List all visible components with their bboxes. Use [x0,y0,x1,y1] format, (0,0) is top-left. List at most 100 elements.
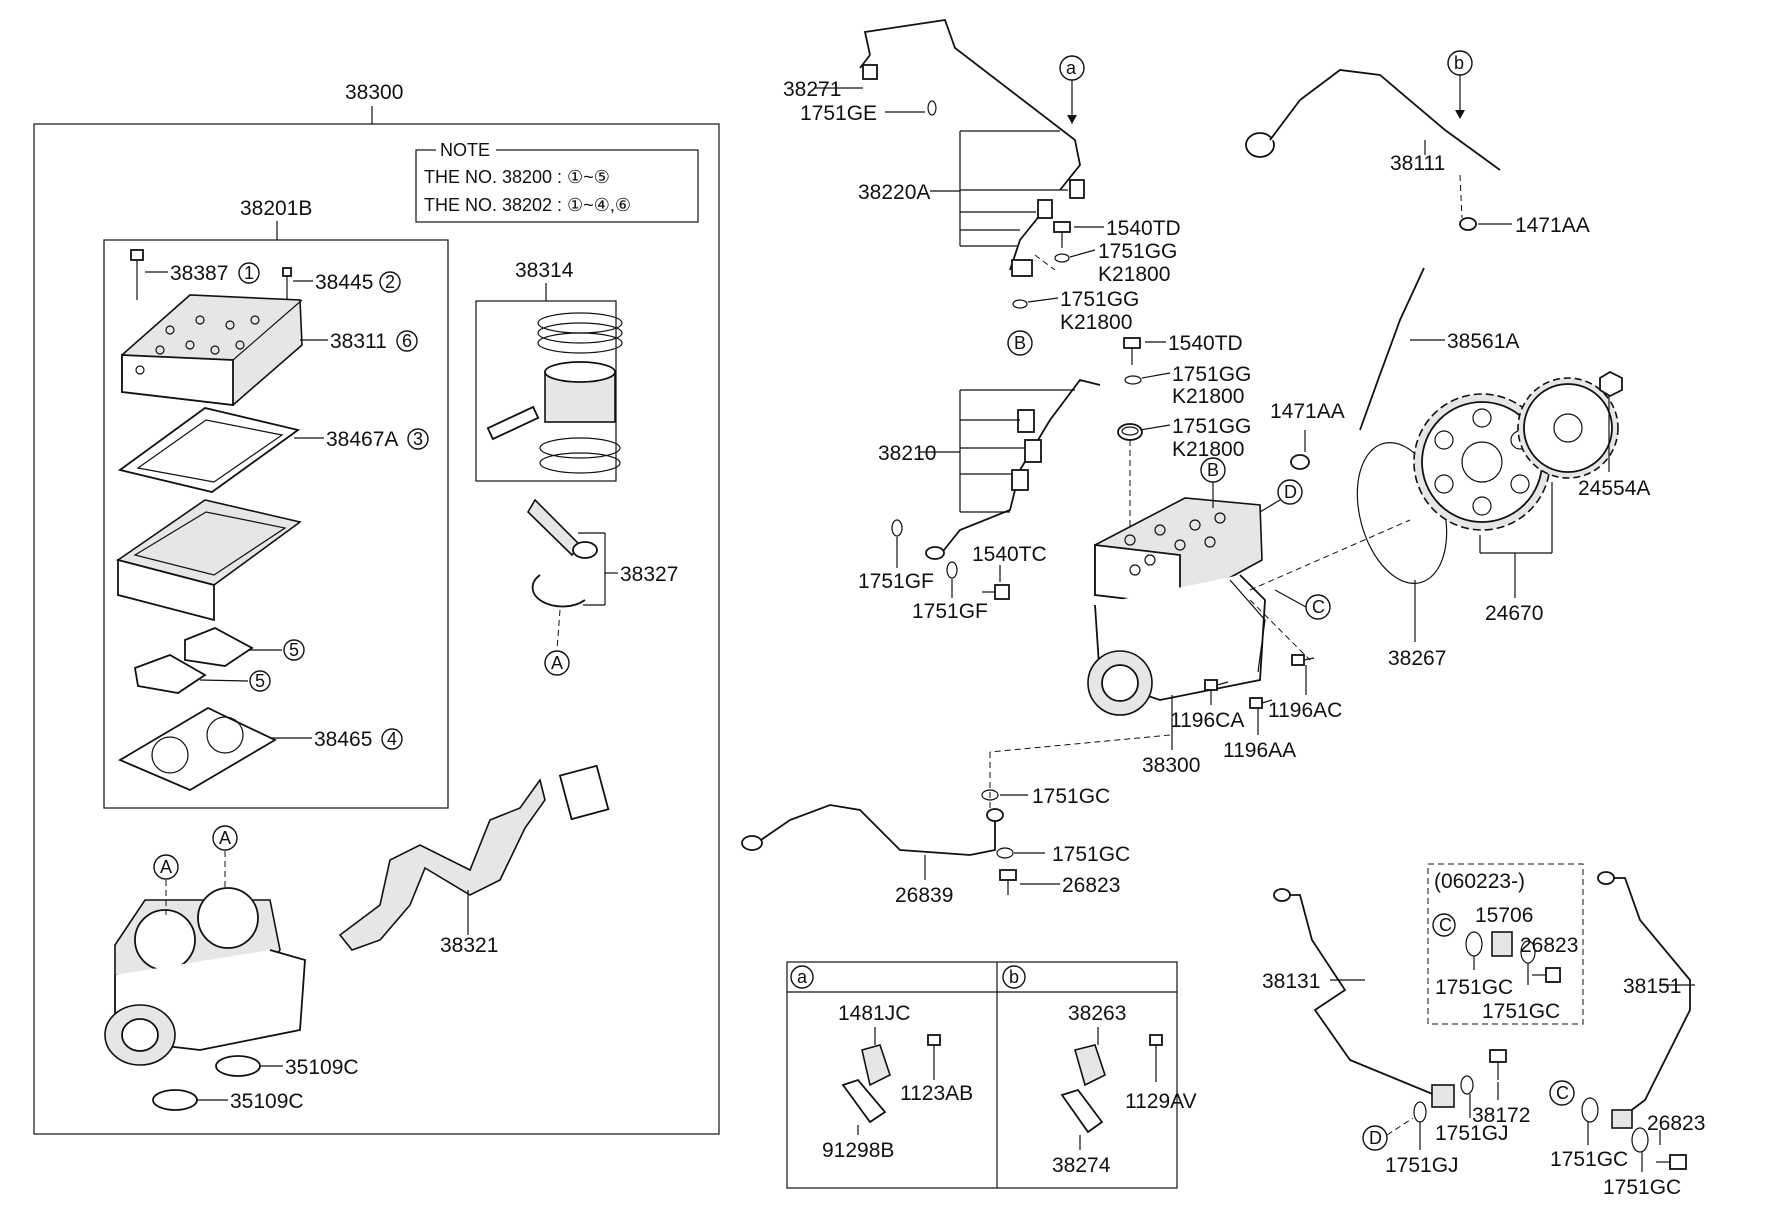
label-1481JC: 1481JC [838,1002,910,1025]
svg-text:A: A [219,828,231,848]
label-1751GG-a: 1751GG [1098,240,1177,263]
label-1123AB: 1123AB [900,1082,973,1105]
bolt-1540TD-icon [1123,337,1141,365]
svg-text:D: D [1369,1128,1382,1148]
pipe-38210-group: 38210 1540TD 1751GG K21800 1751GG K21800… [858,332,1251,623]
label-24554A: 24554A [1578,477,1650,500]
piston-kit-frame [475,300,617,482]
label-91298B: 91298B [822,1139,894,1162]
compressor-38300-icon [1087,497,1266,716]
bolt-26823-icon [1532,967,1561,983]
pipe-26839-group: 1751GC 1751GC 26823 26839 [741,734,1171,907]
cover-35109C-icon [152,1089,198,1111]
label-26823-c: 26823 [1647,1112,1705,1135]
label-1751GC-a: 1751GC [1032,785,1110,808]
label-38274: 38274 [1052,1154,1111,1177]
label-38467A: 38467A [326,428,398,451]
svg-text:a: a [1066,58,1077,78]
label-38271: 38271 [783,78,841,101]
label-38131: 38131 [1262,970,1320,993]
note-title: NOTE [440,140,490,160]
label-1196AA: 1196AA [1223,739,1296,762]
svg-text:4: 4 [387,729,397,749]
crankshaft-38321-icon [338,764,610,951]
svg-text:2: 2 [385,272,395,292]
svg-text:5: 5 [289,640,299,660]
svg-text:3: 3 [413,429,423,449]
bolt-1196AA-icon [1249,697,1273,709]
label-38267: 38267 [1388,647,1446,670]
assembly-frame [33,123,720,1135]
oring-1751GC-icon [1465,931,1483,957]
label-38321: 38321 [440,934,498,957]
label-35109C-b: 35109C [230,1090,304,1113]
svg-text:6: 6 [402,331,412,351]
label-26839: 26839 [895,884,953,907]
label-K21800-d: K21800 [1172,438,1244,461]
cover-35109C-icon [215,1055,261,1077]
svg-text:a: a [797,967,808,987]
gasket-38467A-icon [116,407,302,622]
label-38465: 38465 [314,728,372,751]
bolt-1129AV-icon [1149,1034,1163,1070]
dashed-box-060223: (060223-) C 15706 26823 1751GC 1751GC [1427,863,1584,1025]
pipe-38220A-group: 38271 1751GE a 38220A 1540TD 1751GG K218… [783,19,1181,356]
label-1471AA-a: 1471AA [1515,214,1590,237]
svg-text:A: A [160,857,172,877]
label-38300-main: 38300 [1142,754,1200,777]
connecting-rod-38327-icon [526,498,598,608]
fitting-15706-icon [1491,931,1513,957]
label-38445: 38445 [315,271,373,294]
label-060223: (060223-) [1434,870,1525,893]
note-line-1: THE NO. 38200 : ①~⑤ [424,167,610,187]
label-1540TD-a: 1540TD [1106,217,1181,240]
label-1751GG-b: 1751GG [1060,288,1139,311]
clip-38263-icon [1074,1044,1106,1087]
label-38314: 38314 [515,259,574,282]
svg-text:D: D [1284,482,1297,502]
svg-text:b: b [1009,967,1019,987]
label-1751GJ-b: 1751GJ [1435,1122,1509,1145]
note-box [415,149,699,223]
nut-24554A-icon [1599,370,1623,398]
label-1751GC-d: 1751GC [1482,1000,1560,1023]
label-1751GC-f: 1751GC [1603,1176,1681,1199]
label-K21800-b: K21800 [1060,311,1132,334]
svg-text:A: A [551,653,563,673]
gasket-38465-icon [118,706,277,792]
gasket-kit-frame [103,239,449,809]
hose-38111-group: b 38111 1471AA 38561A 1471AA [1245,50,1590,470]
label-K21800-c: K21800 [1172,385,1244,408]
oring-1751GE-icon [927,100,937,116]
svg-text:C: C [1312,597,1325,617]
gear-24670-small-icon [1517,377,1619,479]
gasket-small-5-icon [133,627,254,694]
label-38151: 38151 [1623,975,1681,998]
piston-38314-icon [486,312,623,474]
label-38172: 38172 [1472,1104,1530,1127]
svg-text:B: B [1014,333,1026,353]
label-26823-b: 26823 [1520,934,1578,957]
label-1540TD-b: 1540TD [1168,332,1243,355]
label-38311: 38311 [330,330,387,353]
bracket-38274-icon [1060,1088,1104,1134]
label-1129AV: 1129AV [1125,1090,1197,1113]
label-1751GC-b: 1751GC [1052,843,1130,866]
bolt-1123AB-icon [927,1034,941,1070]
svg-text:C: C [1556,1083,1569,1103]
pipe-38131-group: 38131 D 1751GJ 1751GJ 38172 [1262,888,1530,1177]
label-1751GG-d: 1751GG [1172,415,1251,438]
label-38263: 38263 [1068,1002,1126,1025]
gear-24670-icon [1413,393,1551,531]
label-1540TC: 1540TC [972,543,1047,566]
assembly-38300-group: 38300 NOTE THE NO. 38200 : ①~⑤ THE NO. 3… [33,81,720,1135]
svg-text:5: 5 [255,671,265,691]
svg-text:B: B [1207,460,1219,480]
label-38561A: 38561A [1447,330,1519,353]
label-1471AA-b: 1471AA [1270,400,1345,423]
label-26823-a: 26823 [1062,874,1120,897]
label-1751GF-a: 1751GF [858,570,934,593]
crankcase-icon [104,887,306,1066]
label-24670: 24670 [1485,602,1543,625]
